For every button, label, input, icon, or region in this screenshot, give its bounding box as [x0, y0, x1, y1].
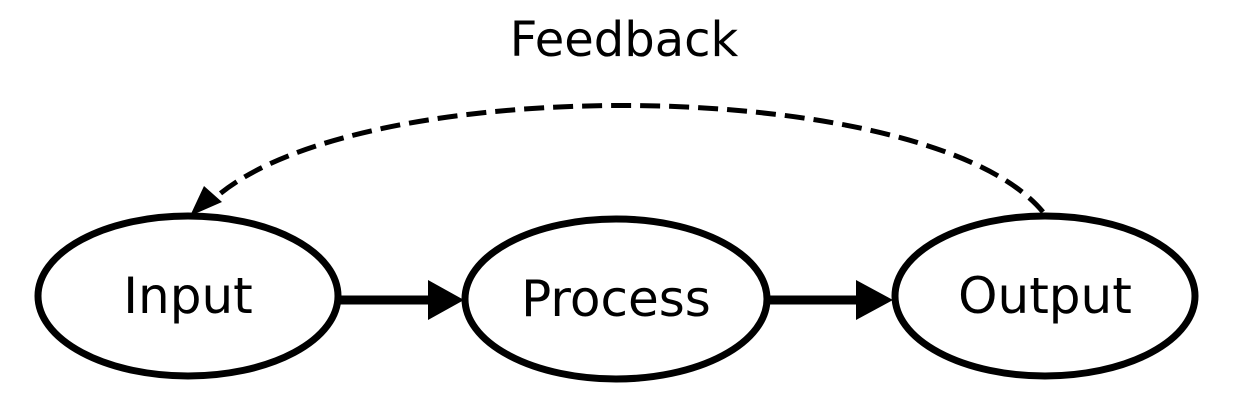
feedback-arrowhead: [190, 186, 222, 216]
node-output-ellipse: [891, 212, 1199, 380]
node-output-label: Output: [958, 267, 1132, 325]
node-process-ellipse: [461, 215, 771, 383]
node-output: Output: [891, 212, 1199, 380]
node-input: Input: [34, 212, 342, 380]
feedback-label: Feedback: [510, 12, 739, 68]
feedback-arrow-line: [213, 102, 1045, 214]
node-process-label: Process: [521, 270, 711, 328]
node-process: Process: [461, 215, 771, 383]
node-input-label: Input: [123, 267, 252, 325]
input-to-process-arrowhead: [428, 280, 464, 320]
node-input-ellipse: [34, 212, 342, 380]
process-to-output-arrowhead: [856, 280, 893, 320]
